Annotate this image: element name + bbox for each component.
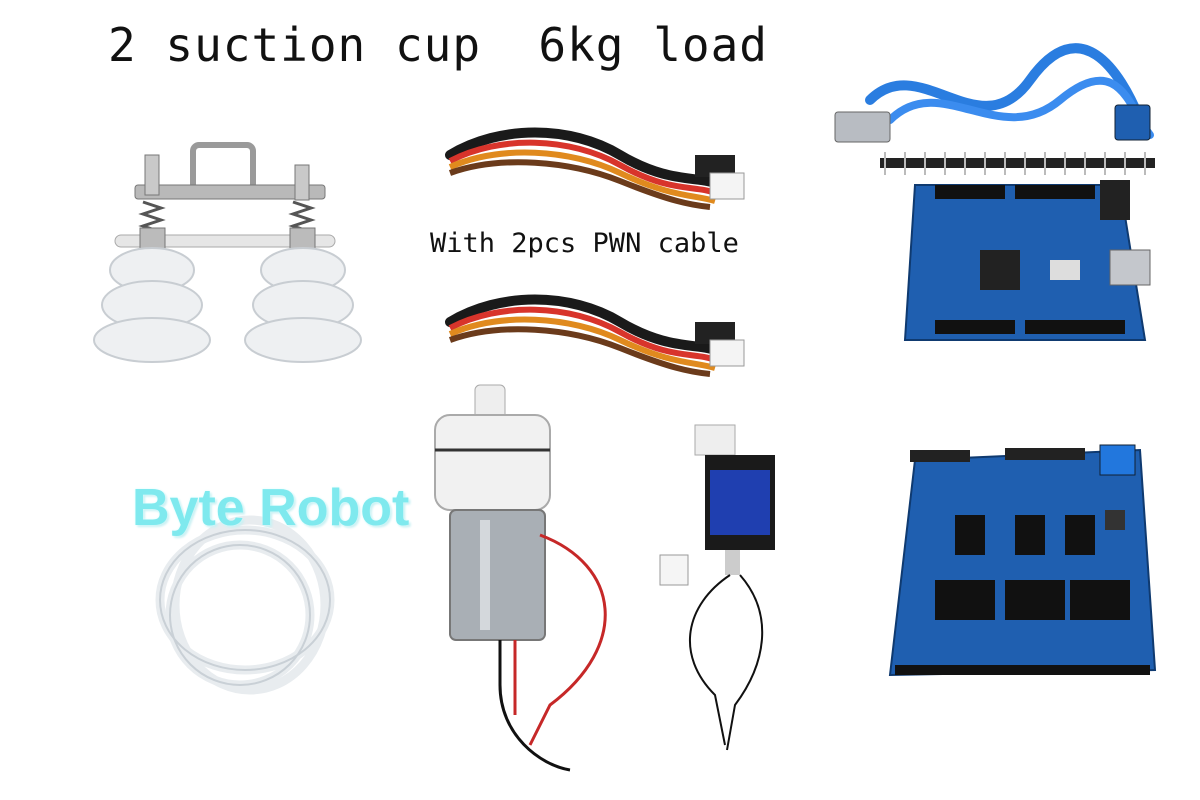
cable-caption: With 2pcs PWN cable <box>430 228 739 259</box>
pwm-cable-bottom-image <box>445 294 745 377</box>
silicone-tube-image <box>155 515 335 695</box>
solenoid-valve-image <box>659 424 775 751</box>
sensor-shield-image <box>888 444 1157 677</box>
suction-cup-assembly-image <box>93 142 362 363</box>
headline-title: 2 suction cup 6kg load <box>108 18 768 72</box>
arduino-board-image <box>880 152 1155 341</box>
pwm-cable-top-image <box>445 127 745 210</box>
vacuum-pump-image <box>434 384 607 772</box>
watermark-text: Byte Robot <box>132 479 410 537</box>
usb-cable-image <box>834 43 1154 143</box>
